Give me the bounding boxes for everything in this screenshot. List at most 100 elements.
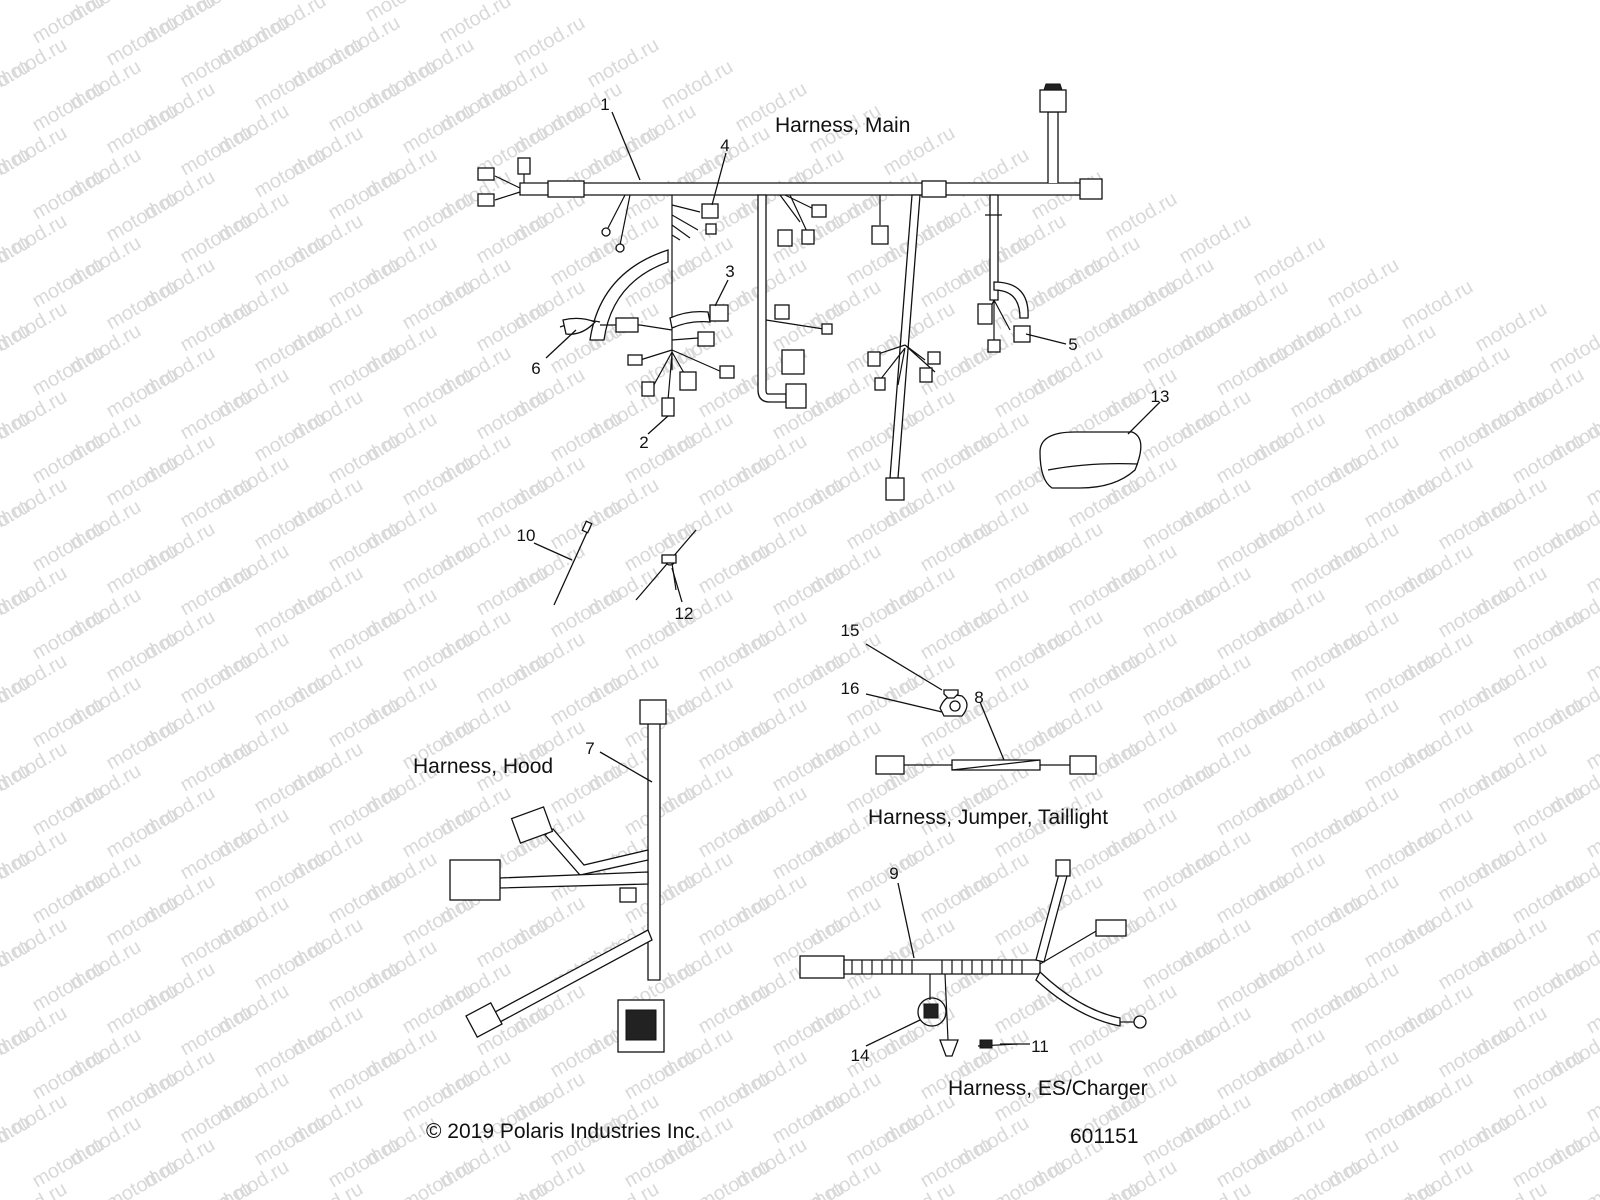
title-harness-taillight: Harness, Jumper, Taillight bbox=[868, 806, 1108, 829]
watermark-text: motod.ru bbox=[1435, 936, 1514, 995]
watermark-text: motod.ru bbox=[251, 936, 330, 995]
watermark-text: motod.ru bbox=[1139, 672, 1218, 731]
watermark-text: motod.ru bbox=[251, 584, 330, 643]
watermark-text: motod.ru bbox=[103, 628, 182, 687]
watermark-text: motod.ru bbox=[1435, 672, 1514, 731]
watermark-text: motod.ru bbox=[1213, 606, 1292, 665]
watermark-text: motod.ru bbox=[695, 804, 774, 863]
watermark-text: motod.ru bbox=[991, 1156, 1070, 1200]
watermark-text: motod.ru bbox=[251, 408, 330, 467]
watermark-text: motod.ru bbox=[1435, 760, 1514, 819]
callout-13: 13 bbox=[1151, 387, 1170, 406]
watermark-text: motod.ru bbox=[251, 320, 330, 379]
item-13-drawing bbox=[1039, 431, 1142, 489]
watermark-text: motod.ru bbox=[1139, 760, 1218, 819]
callout-9: 9 bbox=[889, 864, 898, 883]
watermark-text: motod.ru bbox=[473, 474, 552, 533]
watermark-text: motod.ru bbox=[1139, 496, 1218, 555]
callout-3: 3 bbox=[725, 262, 734, 281]
watermark-text: motod.ru bbox=[1435, 496, 1514, 555]
watermark-text: motod.ru bbox=[1324, 254, 1403, 313]
watermark-text: motod.ru bbox=[1361, 650, 1440, 709]
watermark-text: motod.ru bbox=[29, 518, 108, 577]
watermark-text: motod.ru bbox=[1213, 694, 1292, 753]
watermark-text: motod.ru bbox=[1435, 1112, 1514, 1171]
watermark-text: motod.ru bbox=[177, 1090, 256, 1149]
watermark-text: motod.ru bbox=[1361, 562, 1440, 621]
watermark-text: motod.ru bbox=[917, 1134, 996, 1193]
watermark-text: motod.ru bbox=[1509, 694, 1588, 753]
watermark-text: motod.ru bbox=[510, 12, 589, 71]
watermark-text: motod.ru bbox=[177, 738, 256, 797]
watermark-text: motod.ru bbox=[1213, 1046, 1292, 1105]
watermark-text: motod.ru bbox=[103, 540, 182, 599]
watermark-text: motod.ru bbox=[325, 782, 404, 841]
watermark-text: motod.ru bbox=[1176, 210, 1255, 269]
watermark-text: motod.ru bbox=[399, 100, 478, 159]
callout-11: 11 bbox=[1031, 1037, 1049, 1056]
watermark-text: motod.ru bbox=[325, 254, 404, 313]
watermark-text: motod.ru bbox=[103, 1156, 182, 1200]
watermark-text: motod.ru bbox=[29, 870, 108, 929]
watermark-text: motod.ru bbox=[177, 474, 256, 533]
watermark-text: motod.ru bbox=[103, 188, 182, 247]
watermark-text: motod.ru bbox=[1361, 826, 1440, 885]
watermark-text: motod.ru bbox=[769, 826, 848, 885]
watermark-text: motod.ru bbox=[399, 1156, 478, 1200]
watermark-text: motod.ru bbox=[621, 430, 700, 489]
watermark-text: motod.ru bbox=[695, 1068, 774, 1127]
watermark-text: motod.ru bbox=[103, 716, 182, 775]
watermark-text: motod.ru bbox=[1583, 980, 1600, 1039]
watermark-text: motod.ru bbox=[325, 518, 404, 577]
watermark-text: motod.ru bbox=[1509, 870, 1588, 929]
watermark-text: motod.ru bbox=[1361, 1178, 1440, 1200]
watermark-text: motod.ru bbox=[1509, 782, 1588, 841]
watermark-text: motod.ru bbox=[1583, 540, 1600, 599]
watermark-text: motod.ru bbox=[177, 122, 256, 181]
watermark-text: motod.ru bbox=[1361, 474, 1440, 533]
watermark-text: motod.ru bbox=[917, 430, 996, 489]
watermark-text: motod.ru bbox=[29, 958, 108, 1017]
watermark-text: motod.ru bbox=[399, 980, 478, 1039]
callout-5: 5 bbox=[1068, 335, 1077, 354]
watermark-text: motod.ru bbox=[29, 1046, 108, 1105]
watermark-text: motod.ru bbox=[621, 1046, 700, 1105]
watermark-text: motod.ru bbox=[695, 716, 774, 775]
watermark-text: motod.ru bbox=[29, 166, 108, 225]
watermark-text: motod.ru bbox=[917, 518, 996, 577]
watermark-text: motod.ru bbox=[1250, 232, 1329, 291]
watermark-text: motod.ru bbox=[769, 1178, 848, 1200]
title-harness-charger: Harness, ES/Charger bbox=[948, 1077, 1148, 1100]
watermark-text: motod.ru bbox=[251, 232, 330, 291]
watermark-text: motod.ru bbox=[29, 254, 108, 313]
watermark-text: motod.ru bbox=[325, 78, 404, 137]
watermark-text: motod.ru bbox=[1287, 1068, 1366, 1127]
part-number: 601151 bbox=[1070, 1125, 1139, 1148]
watermark-text: motod.ru bbox=[0, 0, 71, 4]
watermark-text: motod.ru bbox=[325, 166, 404, 225]
watermark-text: motod.ru bbox=[1139, 320, 1218, 379]
watermark-text: motod.ru bbox=[177, 1178, 256, 1200]
watermark-text: motod.ru bbox=[29, 342, 108, 401]
watermark-text: motod.ru bbox=[251, 760, 330, 819]
watermark-text: motod.ru bbox=[1065, 826, 1144, 885]
leader-lines bbox=[533, 111, 1161, 1047]
watermark-text: motod.ru bbox=[251, 144, 330, 203]
watermark-text: motod.ru bbox=[1583, 1156, 1600, 1200]
watermark-text: motod.ru bbox=[1509, 430, 1588, 489]
watermark-text: motod.ru bbox=[658, 56, 737, 115]
watermark-text: motod.ru bbox=[1287, 540, 1366, 599]
watermark-text: motod.ru bbox=[695, 980, 774, 1039]
callout-7: 7 bbox=[585, 739, 594, 758]
watermark-text: motod.ru bbox=[103, 452, 182, 511]
watermark-text: motod.ru bbox=[177, 210, 256, 269]
watermark-text: motod.ru bbox=[1583, 892, 1600, 951]
watermark-text: motod.ru bbox=[473, 650, 552, 709]
watermark-text: motod.ru bbox=[1509, 1134, 1588, 1193]
watermark-text: motod.ru bbox=[584, 34, 663, 93]
watermark-text: motod.ru bbox=[621, 342, 700, 401]
watermark-text: motod.ru bbox=[1472, 298, 1551, 357]
watermark-text: motod.ru bbox=[29, 694, 108, 753]
watermark-text: motod.ru bbox=[436, 0, 515, 48]
watermark-text: motod.ru bbox=[29, 782, 108, 841]
